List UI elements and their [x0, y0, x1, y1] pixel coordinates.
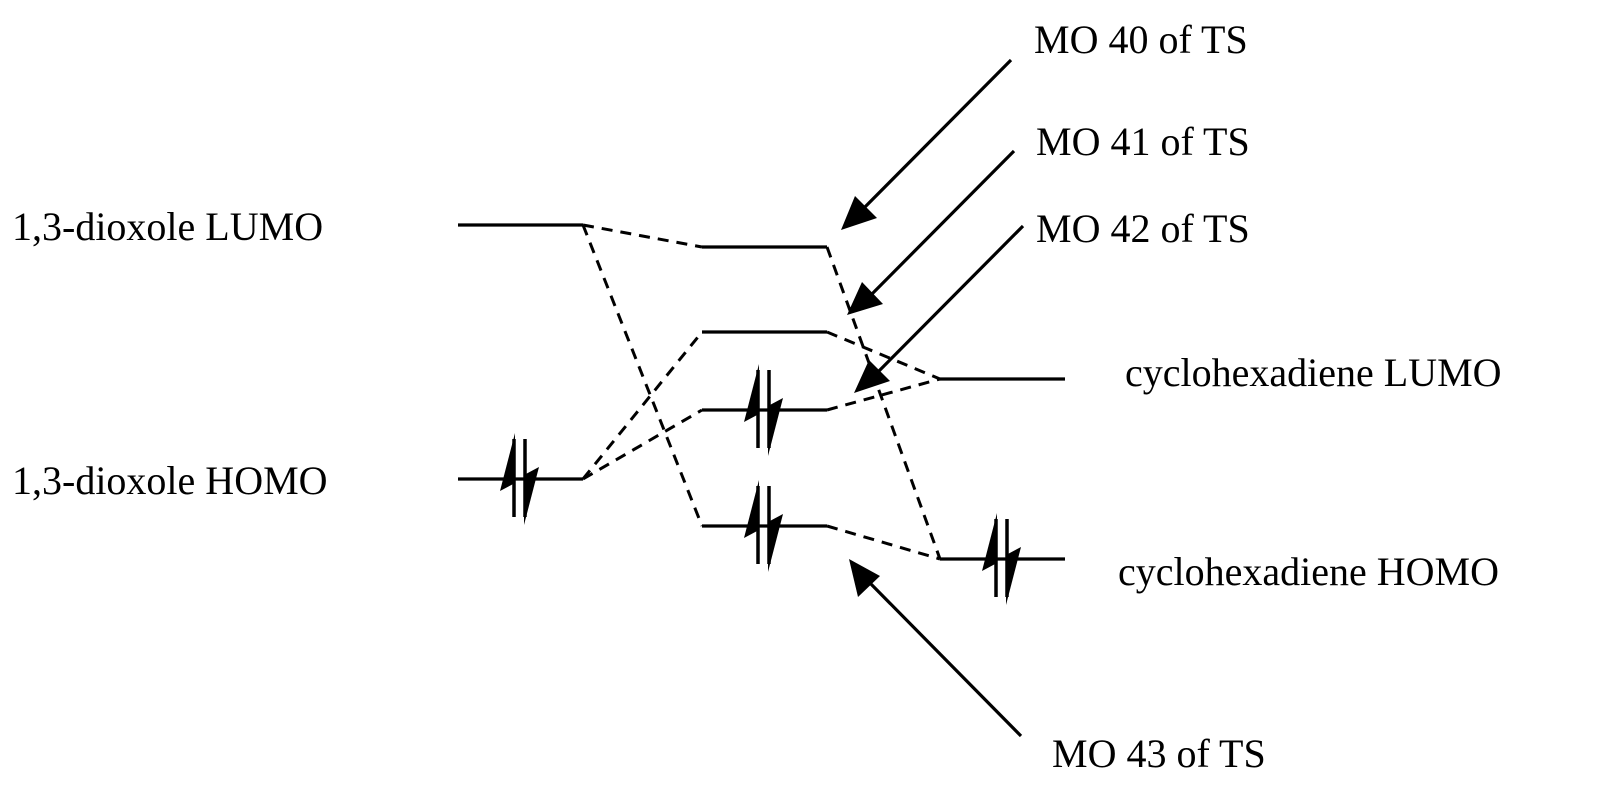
correlation-line — [825, 246, 942, 560]
dioxole-homo-electron-pair — [500, 433, 539, 525]
mo40-pointer-arrow — [841, 58, 1013, 230]
correlation-line — [582, 408, 703, 481]
mo43-electron-pair — [744, 480, 783, 572]
cyclohexadiene-homo-label: cyclohexadiene HOMO — [1118, 549, 1499, 594]
spin-up-barb — [744, 364, 759, 422]
spin-up-barb — [744, 480, 759, 538]
spin-down-barb — [1006, 547, 1021, 605]
dioxole-lumo-label: 1,3-dioxole LUMO — [12, 204, 323, 249]
mo41-pointer-arrow — [847, 149, 1016, 315]
spin-down-barb — [524, 467, 539, 525]
spin-up-barb — [500, 433, 515, 491]
correlation-line — [582, 223, 703, 249]
mo42-electron-pair — [744, 364, 783, 456]
mo42-pointer-arrow — [854, 224, 1025, 393]
spin-up-barb — [982, 513, 997, 571]
mo40-label: MO 40 of TS — [1034, 17, 1248, 62]
mo43-label: MO 43 of TS — [1052, 731, 1266, 776]
correlation-line — [826, 377, 941, 412]
mo43-pointer-arrow — [849, 559, 1023, 738]
correlation-line — [581, 224, 704, 527]
mo41-label: MO 41 of TS — [1036, 119, 1250, 164]
correlation-line — [826, 524, 941, 561]
spin-down-barb — [768, 514, 783, 572]
mo42-label: MO 42 of TS — [1036, 206, 1250, 251]
correlation-line — [581, 331, 704, 480]
correlation-line — [826, 330, 941, 381]
spin-down-barb — [768, 398, 783, 456]
cyclohexadiene-homo-electron-pair — [982, 513, 1021, 605]
cyclohexadiene-lumo-label: cyclohexadiene LUMO — [1125, 350, 1502, 395]
dioxole-homo-label: 1,3-dioxole HOMO — [12, 458, 328, 503]
